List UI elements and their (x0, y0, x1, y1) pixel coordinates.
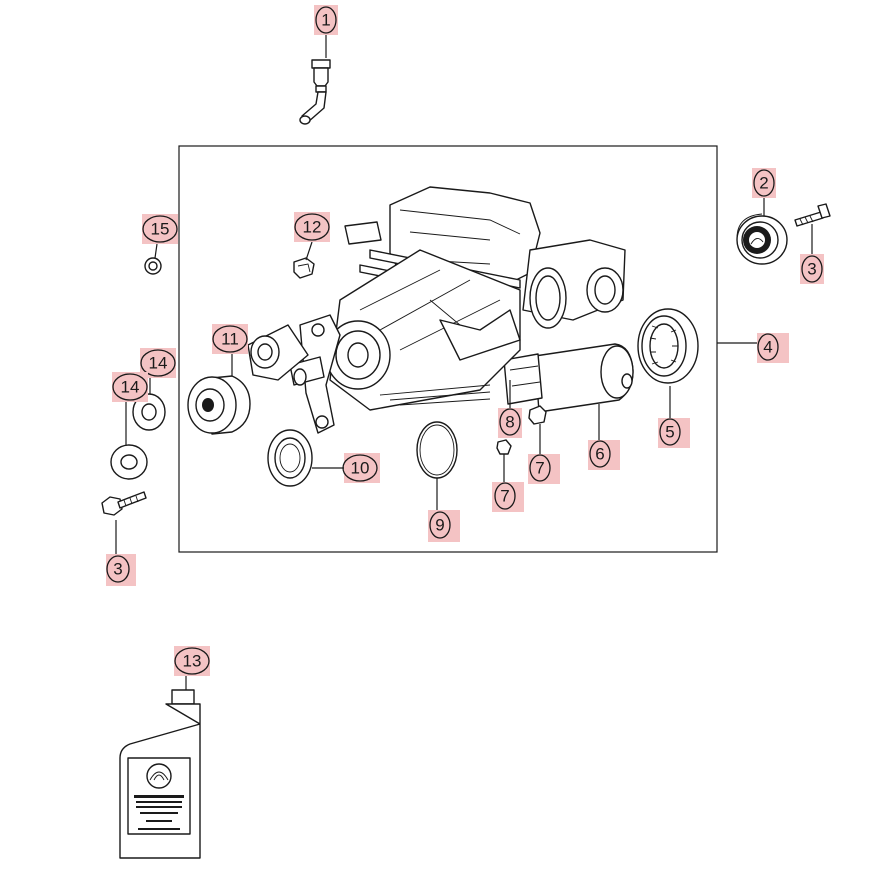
callout-11-number: 11 (221, 330, 239, 349)
callout-2[interactable]: 2 (752, 168, 776, 198)
callout-7-upper[interactable]: 7 (528, 454, 560, 484)
callout-4-number: 4 (763, 338, 772, 357)
nut-part[interactable] (144, 257, 162, 275)
callout-11[interactable]: 11 (212, 324, 248, 354)
callout-10[interactable]: 10 (342, 453, 380, 483)
callout-5-number: 5 (665, 423, 674, 442)
callout-9[interactable]: 9 (428, 510, 460, 542)
callout-13-number: 13 (183, 652, 202, 671)
callout-1[interactable]: 1 (314, 5, 338, 35)
clip-part[interactable] (293, 257, 315, 279)
vent-tube-part[interactable] (299, 59, 331, 125)
callout-4[interactable]: 4 (757, 333, 789, 363)
callout-15-number: 15 (151, 220, 170, 239)
differential-housing (247, 186, 626, 434)
callout-9-number: 9 (435, 516, 444, 535)
callout-14-upper-number: 14 (149, 354, 168, 373)
washer-part-2[interactable] (110, 444, 148, 480)
callout-14-lower[interactable]: 14 (112, 372, 148, 402)
bolt-part-left[interactable] (101, 491, 147, 516)
callout-1-number: 1 (321, 11, 330, 30)
bearing-part[interactable] (637, 308, 699, 384)
mount-bushing-part[interactable] (187, 375, 251, 435)
lubricant-bottle-part[interactable] (119, 689, 201, 859)
washer-part-1[interactable] (132, 393, 166, 431)
mopar-logo-icon (146, 763, 172, 789)
callout-6-number: 6 (595, 445, 604, 464)
callout-14-lower-number: 14 (121, 378, 140, 397)
bushing-part[interactable] (736, 213, 788, 265)
callout-2-number: 2 (759, 174, 768, 193)
plug-part-1[interactable] (528, 405, 547, 425)
o-ring-part[interactable] (416, 421, 458, 479)
callout-13[interactable]: 13 (174, 646, 210, 676)
callout-3-left[interactable]: 3 (106, 554, 136, 586)
callout-6[interactable]: 6 (588, 440, 620, 470)
leader-lines (115, 35, 813, 690)
callout-10-number: 10 (351, 459, 370, 478)
callout-3-right-number: 3 (807, 260, 816, 279)
callout-8[interactable]: 8 (498, 408, 522, 438)
bolt-part-right[interactable] (794, 203, 831, 227)
pinion-seal-part[interactable] (267, 429, 313, 487)
callout-12[interactable]: 12 (294, 212, 330, 242)
callout-7-lower-number: 7 (500, 487, 509, 506)
assembly-frame (178, 145, 718, 553)
plug-part-2[interactable] (496, 439, 512, 455)
callout-14-upper[interactable]: 14 (140, 348, 176, 378)
callout-3-right[interactable]: 3 (800, 254, 824, 284)
actuator-motor-part[interactable] (503, 343, 634, 413)
callout-7-lower[interactable]: 7 (492, 482, 524, 512)
callout-3-left-number: 3 (113, 560, 122, 579)
callouts: 1 2 3 3 4 5 6 (106, 5, 824, 676)
callout-12-number: 12 (303, 218, 322, 237)
callout-8-number: 8 (505, 413, 514, 432)
callout-7-upper-number: 7 (535, 459, 544, 478)
callout-15[interactable]: 15 (142, 214, 178, 244)
callout-5[interactable]: 5 (658, 418, 690, 448)
